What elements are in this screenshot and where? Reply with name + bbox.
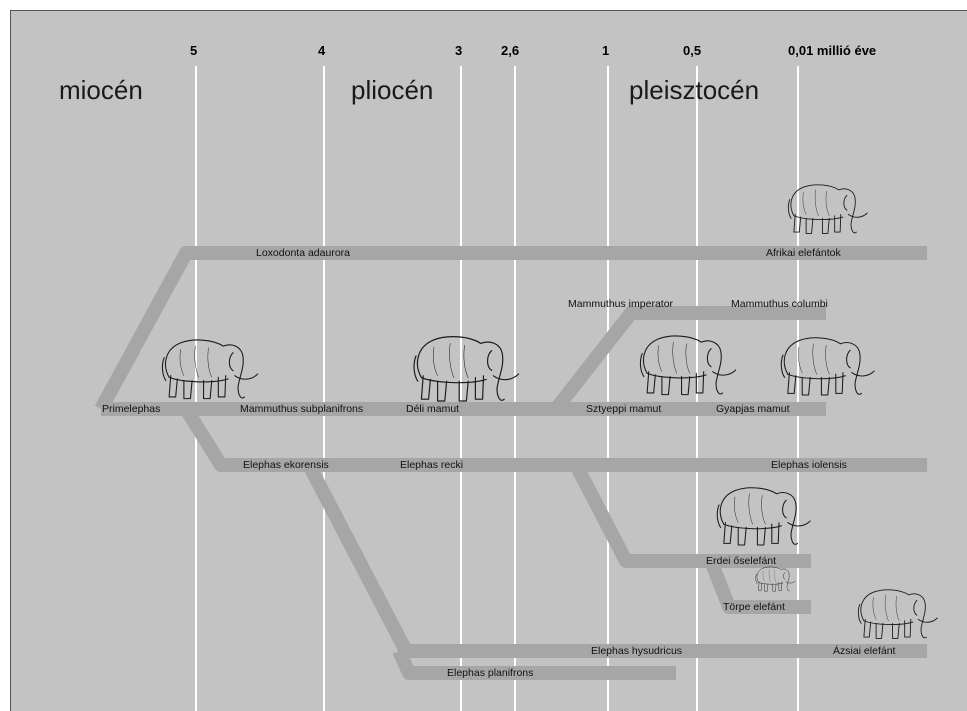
tick-label: 5 [190, 43, 198, 58]
species-label: Törpe elefánt [723, 601, 785, 613]
diagram-canvas [94, 66, 938, 711]
asian-elephant-icon [857, 589, 938, 639]
dwarf-elephant-icon [755, 566, 796, 592]
southern-mammoth-icon [413, 336, 520, 402]
gridlines [195, 66, 799, 711]
species-label: Déli mamut [406, 403, 460, 415]
epoch-label: miocén [59, 75, 143, 105]
tick-label: 3 [455, 43, 463, 58]
tick-label: 0,01 millió éve [788, 43, 877, 58]
branches [94, 246, 927, 680]
tick-label: 1 [602, 43, 610, 58]
tick-label: 4 [318, 43, 326, 58]
species-label: Elephas planifrons [447, 667, 534, 679]
species-label: Elephas hysudricus [591, 645, 683, 657]
species-label: Elephas ekorensis [243, 459, 329, 471]
phylogeny-diagram: 5 4 3 2,6 1 0,5 0,01 millió éve miocén p… [10, 10, 967, 711]
epoch-label: pliocén [351, 75, 434, 105]
species-label: Elephas recki [400, 459, 464, 471]
species-label: Primelephas [102, 403, 161, 415]
species-label: Ázsiai elefánt [833, 645, 896, 657]
species-label: Sztyeppi mamut [586, 403, 662, 415]
tick-label: 0,5 [683, 43, 702, 58]
species-label: Mammuthus columbi [731, 298, 828, 310]
species-label: Gyapjas mamut [716, 403, 790, 415]
species-label: Elephas iolensis [771, 459, 847, 471]
tick-label: 2,6 [501, 43, 520, 58]
species-label: Afrikai elefántok [766, 247, 841, 259]
species-label: Mammuthus imperator [568, 298, 674, 310]
species-label: Erdei őselefánt [706, 555, 777, 567]
woolly-mammoth-icon [780, 337, 875, 396]
african-elephant-icon [787, 184, 868, 234]
epoch-label: pleisztocén [629, 75, 760, 105]
primelephas-elephant-icon [161, 339, 259, 400]
species-label: Mammuthus subplanifrons [240, 403, 364, 415]
straight-tusked-elephant-icon [716, 487, 811, 546]
steppe-mammoth-icon [639, 335, 737, 396]
species-label: Loxodonta adaurora [256, 247, 350, 259]
